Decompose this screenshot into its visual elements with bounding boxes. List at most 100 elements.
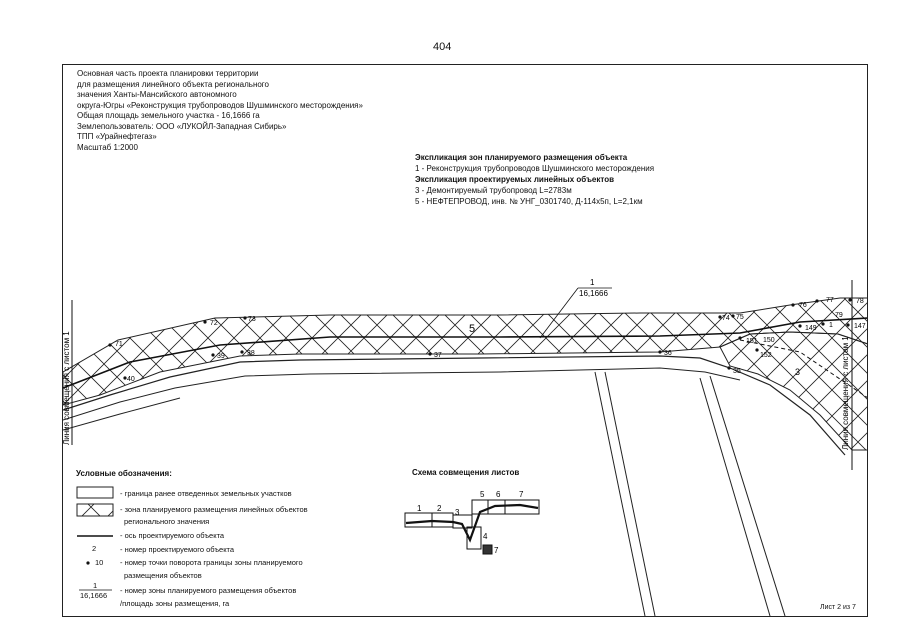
- scheme-sheet-7: [504, 499, 540, 515]
- turn-point: [203, 320, 207, 324]
- zone-number-label: 1: [590, 278, 595, 287]
- point-label-151: 151: [746, 338, 758, 345]
- turn-point: [211, 353, 215, 357]
- turn-point: [727, 366, 731, 370]
- planned-zone-branch-hatch: [719, 331, 867, 451]
- point-label-74: 74: [722, 315, 730, 322]
- turn-point: [791, 303, 795, 307]
- point-label-73: 73: [248, 316, 256, 323]
- title-block: Основная часть проекта планировки террит…: [77, 69, 363, 153]
- left-sheet-join-label: Линия совмещения с листом 1: [62, 331, 71, 445]
- legend-zone-number-text: - номер зоны планируемого размещения объ…: [120, 586, 297, 595]
- scheme-label: 7: [519, 490, 524, 499]
- legend-turn-point-sample: 10: [95, 558, 104, 567]
- object-item: 3 - Демонтируемый трубопровод L=2783м: [415, 186, 572, 195]
- point-label-37: 37: [434, 352, 442, 359]
- zone-label-leader: [539, 287, 579, 339]
- previous-boundary-line: [63, 355, 846, 456]
- zones-header: Экспликация зон планируемого размещения …: [415, 153, 628, 162]
- turn-point: [815, 299, 819, 303]
- turn-points: [108, 298, 852, 380]
- scheme-label: 4: [483, 532, 488, 541]
- legend-turn-point-text: - номер точки поворота границы зоны план…: [120, 558, 303, 567]
- objects-header: Экспликация проектируемых линейных объек…: [415, 175, 614, 184]
- title-line: Общая площадь земельного участка - 16,16…: [77, 111, 260, 120]
- legend-object-number-text: - номер проектируемого объекта: [120, 545, 235, 554]
- scheme-label: 2: [437, 504, 442, 513]
- point-label-149: 149: [805, 325, 817, 332]
- point-label-38: 38: [247, 350, 255, 357]
- scheme-label: 1: [417, 504, 422, 513]
- zone-item: 1 - Реконструкция трубопроводов Шушминск…: [415, 164, 655, 173]
- point-label-40: 40: [127, 376, 135, 383]
- pipeline-axis: [63, 317, 867, 389]
- point-label-1: 1: [829, 322, 833, 329]
- turn-point: [738, 336, 742, 340]
- title-line: значения Ханты-Мансийского автономного: [77, 90, 237, 99]
- turn-point: [243, 316, 247, 320]
- road-line: [604, 371, 656, 616]
- title-line: округа-Югры «Реконструкция трубопроводов…: [77, 100, 363, 110]
- drawing-frame: [62, 64, 868, 617]
- point-label-150: 150: [763, 337, 775, 344]
- dismantled-axis: [739, 339, 867, 398]
- legend-zone-number-text: /площадь зоны размещения, га: [120, 599, 230, 608]
- title-line: Основная часть проекта планировки террит…: [77, 69, 259, 78]
- point-label-76: 76: [799, 302, 807, 309]
- legend-object-number-sample: 2: [92, 544, 97, 553]
- legend-zone-area-sample: 16,1666: [80, 591, 108, 600]
- turn-point: [798, 324, 802, 328]
- legend-turn-point-symbol: [86, 561, 90, 565]
- point-label-36: 36: [664, 350, 672, 357]
- legend-boundary-text: - граница ранее отведенных земельных уча…: [120, 489, 292, 498]
- turn-point: [821, 322, 825, 326]
- title-line: Землепользователь: ООО «ЛУКОЙЛ-Западная …: [77, 121, 287, 131]
- point-label-77: 77: [826, 297, 834, 304]
- point-label-78: 78: [856, 298, 864, 305]
- point-label-35: 35: [733, 368, 741, 375]
- pipeline-object-label: 5: [469, 323, 475, 335]
- legend-title: Условные обозначения:: [76, 469, 172, 478]
- turn-point: [846, 323, 850, 327]
- scheme-label: 5: [480, 490, 485, 499]
- turn-point: [755, 348, 759, 352]
- scheme-sheet-7b: [482, 544, 493, 555]
- road-line: [699, 377, 771, 616]
- scheme-label: 7: [494, 546, 499, 555]
- turn-point: [848, 298, 852, 302]
- turn-point: [240, 350, 244, 354]
- title-line: для размещения линейного объекта региона…: [77, 79, 269, 89]
- point-label-79: 79: [835, 312, 843, 319]
- title-line: ТПП «Урайнефтегаз»: [77, 132, 157, 141]
- turn-point: [428, 352, 432, 356]
- legend-turn-point-text: размещения объектов: [124, 571, 202, 580]
- legend-zone-number-sample: 1: [93, 581, 98, 590]
- dismantled-object-label: 3: [795, 367, 800, 377]
- explication-block: Экспликация зон планируемого размещения …: [415, 152, 654, 207]
- turn-point: [658, 350, 662, 354]
- point-label-152: 152: [760, 352, 772, 359]
- point-label-75: 75: [736, 314, 744, 321]
- previous-boundary-line: [63, 367, 741, 421]
- right-sheet-join-label: Линия совмещения с листом 1: [841, 336, 850, 450]
- object-item: 5 - НЕФТЕПРОВОД, инв. № УНГ_0301740, Д-1…: [415, 197, 643, 206]
- road-line: [594, 371, 646, 616]
- scheme-title: Схема совмещения листов: [412, 468, 520, 477]
- legend-zone-text: - зона планируемого размещения линейных …: [120, 505, 308, 514]
- previous-boundary-line: [63, 397, 181, 431]
- scheme-label: 3: [455, 508, 460, 517]
- scheme-sheet-1: [404, 512, 433, 528]
- point-label-39: 39: [217, 353, 225, 360]
- page-number: 404: [433, 41, 452, 53]
- title-line: Масштаб 1:2000: [77, 142, 138, 152]
- legend-axis-text: - ось проектируемого объекта: [120, 531, 225, 540]
- turn-point: [718, 315, 722, 319]
- scheme-sheet-2: [431, 512, 454, 528]
- legend-zone-symbol: [76, 503, 114, 517]
- turn-point: [123, 376, 127, 380]
- legend-boundary-symbol: [76, 486, 114, 499]
- sheet-number: Лист 2 из 7: [820, 604, 856, 611]
- road-line: [709, 375, 786, 616]
- point-label-72: 72: [210, 320, 218, 327]
